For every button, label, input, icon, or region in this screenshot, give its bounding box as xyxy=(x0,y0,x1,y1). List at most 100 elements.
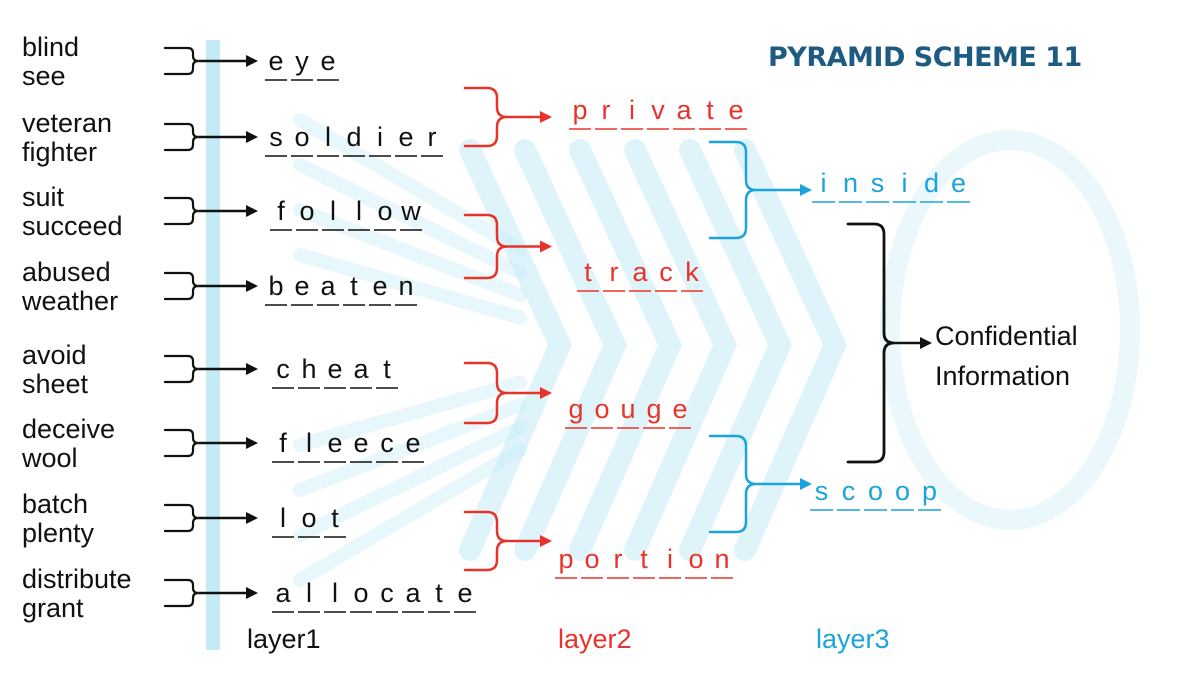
final-answer-line: Information xyxy=(935,361,1071,391)
answer-letter: g xyxy=(568,394,583,424)
answer-letter: c xyxy=(842,476,856,506)
final-arrow xyxy=(894,337,932,349)
clue-word: avoid xyxy=(22,340,87,370)
answer-letter: i xyxy=(377,122,383,152)
answer-letter: e xyxy=(372,271,387,301)
answer-letter: e xyxy=(268,46,283,76)
answer-letter: b xyxy=(268,271,283,301)
pattern-stripe xyxy=(293,203,527,302)
answer-letter: v xyxy=(651,95,665,125)
clue-arrow xyxy=(198,205,258,217)
clue-bracket xyxy=(163,196,199,226)
answer-letter: f xyxy=(279,428,287,458)
answer-letter: c xyxy=(380,578,394,608)
layer2-bracket xyxy=(463,86,508,148)
pattern-stripe xyxy=(293,398,527,497)
pattern-chevron xyxy=(459,139,573,561)
clue-word: weather xyxy=(22,286,119,316)
clue-pair: blind see xyxy=(22,33,79,91)
answer-letter: u xyxy=(620,394,635,424)
puzzle-title: PYRAMID SCHEME 11 xyxy=(768,42,1082,73)
answer-letter: o xyxy=(895,476,910,506)
pattern-stripe xyxy=(293,158,527,280)
layer2-arrow xyxy=(507,387,552,399)
answer-letter: t xyxy=(706,95,714,125)
clue-bracket xyxy=(163,46,199,76)
answer-letter: i xyxy=(629,95,635,125)
answer-letter: i xyxy=(902,168,908,198)
answer-letter: a xyxy=(320,271,336,301)
clue-pair: distribute grant xyxy=(22,565,132,623)
pattern-stripe xyxy=(293,420,527,542)
answer-letter: o xyxy=(299,196,314,226)
answer-letter: e xyxy=(672,394,687,424)
answer-letter: o xyxy=(353,578,368,608)
clue-word: fighter xyxy=(22,137,98,167)
layer2-arrow xyxy=(507,535,552,547)
answer-letter: p xyxy=(558,544,573,574)
answer-letter: e xyxy=(457,578,472,608)
answer-letter: l xyxy=(332,578,338,608)
pattern-chevron xyxy=(624,139,738,561)
layer3-bracket xyxy=(708,140,757,240)
answer-letter: l xyxy=(330,196,336,226)
layer3-arrow xyxy=(756,184,812,196)
clue-word: veteran xyxy=(22,108,113,138)
clue-pair: veteran fighter xyxy=(22,109,112,167)
answer-letter: i xyxy=(821,168,827,198)
pattern-ring xyxy=(880,130,1140,530)
answer-letter: e xyxy=(320,46,335,76)
clue-bracket xyxy=(163,578,199,608)
pattern-chevron xyxy=(569,139,683,561)
answer-letter: h xyxy=(301,354,316,384)
answer-letter: l xyxy=(356,196,362,226)
answer-letter: k xyxy=(685,257,699,287)
answer-letter: e xyxy=(398,122,413,152)
layer3-label: layer3 xyxy=(816,624,890,654)
clue-pair: abused weather xyxy=(22,258,118,316)
answer-letter: n xyxy=(398,271,413,301)
answer-letter: d xyxy=(346,122,361,152)
answer-letter: y xyxy=(295,46,309,76)
clue-word: plenty xyxy=(22,518,95,548)
answer-letter: n xyxy=(843,168,858,198)
answer-letter: t xyxy=(640,544,648,574)
layer2-arrow xyxy=(507,111,552,123)
clue-word: blind xyxy=(22,32,80,62)
layer3-bracket xyxy=(708,434,757,534)
answer-letter: e xyxy=(353,428,368,458)
layer2-bracket xyxy=(463,213,508,280)
clue-arrow xyxy=(198,131,258,143)
answer-letter: s xyxy=(269,122,283,152)
answer-letter: s xyxy=(815,476,829,506)
pattern-stripe xyxy=(293,113,527,257)
clue-word: suit xyxy=(22,182,65,212)
answer-letter: g xyxy=(646,394,661,424)
answer-letter: o xyxy=(301,503,316,533)
clue-arrow xyxy=(198,512,258,524)
answer-letter: l xyxy=(325,122,331,152)
answer-letter: a xyxy=(632,257,648,287)
layer2-bracket xyxy=(463,510,508,572)
clue-word: batch xyxy=(22,489,89,519)
answer-letter: e xyxy=(327,428,342,458)
answer-letter: e xyxy=(951,168,966,198)
answer-letter: s xyxy=(871,168,885,198)
pattern-chevron xyxy=(679,139,793,561)
pattern-chevron xyxy=(734,139,848,561)
answer-letter: a xyxy=(405,578,421,608)
clue-word: distribute xyxy=(22,564,132,594)
answer-letter: t xyxy=(435,578,443,608)
answer-letter: o xyxy=(294,122,309,152)
layer2-label: layer2 xyxy=(558,624,632,654)
final-answer: Confidential Information xyxy=(935,316,1078,396)
